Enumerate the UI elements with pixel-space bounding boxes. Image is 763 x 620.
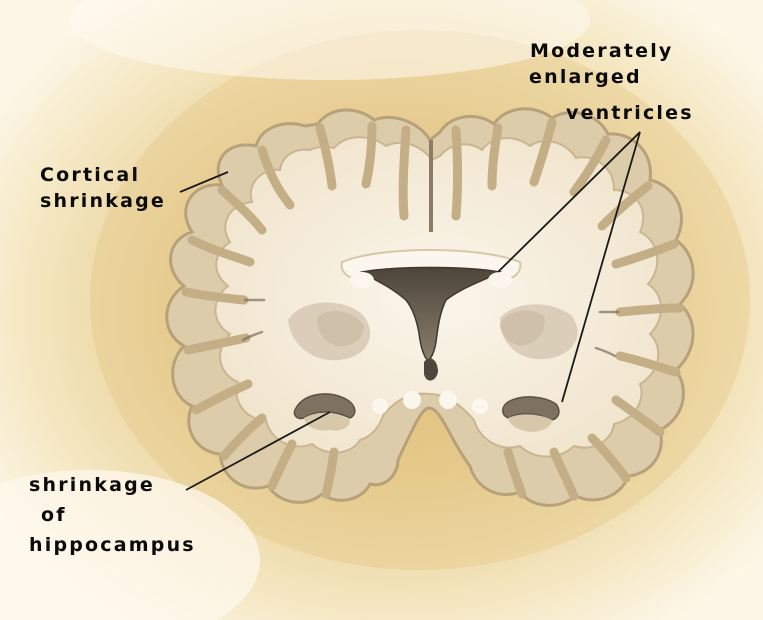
label-ventricles-line1: Moderately [530, 38, 674, 64]
label-cortical-line1: Cortical [40, 162, 166, 188]
ventricle-left-horn [350, 272, 374, 288]
label-enlarged-ventricles: Moderately [530, 38, 674, 64]
label-hippocampus-line1: shrinkage [29, 470, 196, 500]
label-hippocampus-line3: hippocampus [29, 530, 196, 560]
ventricle-right-horn [488, 272, 512, 288]
label-enlarged-ventricles-2: enlarged [529, 64, 642, 90]
label-enlarged-ventricles-3: ventricles [566, 100, 694, 126]
label-hippocampus-shrinkage: shrinkage of hippocampus [29, 470, 196, 560]
label-ventricles-line3: ventricles [566, 100, 694, 126]
label-ventricles-line2: enlarged [529, 64, 642, 90]
label-cortical-shrinkage: Cortical shrinkage [40, 162, 166, 214]
label-cortical-line2: shrinkage [40, 188, 166, 214]
label-hippocampus-line2: of [29, 500, 196, 530]
